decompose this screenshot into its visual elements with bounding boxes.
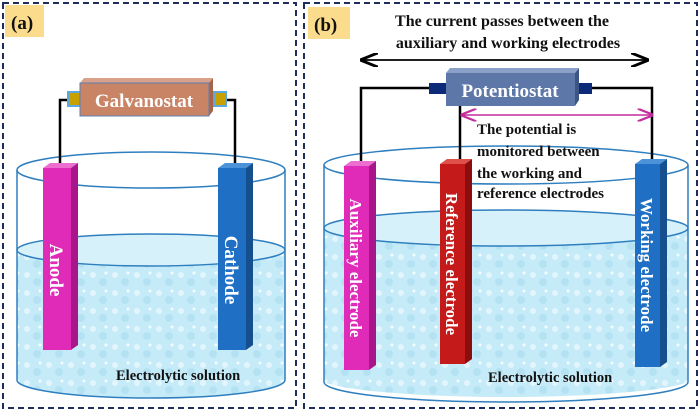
galvanostat-box [79, 82, 210, 117]
panel-b-solution-label: Electrolytic solution [488, 370, 612, 386]
working-label: Working electrode [637, 198, 656, 333]
aux-top [344, 161, 376, 166]
potentiostat-top [446, 68, 579, 73]
cathode-side [246, 163, 253, 350]
auxiliary-label: Auxiliary electrode [346, 199, 365, 338]
cathode-label: Cathode [220, 236, 241, 305]
potential-note-line2: monitored between [477, 144, 600, 160]
cathode-top [218, 163, 253, 168]
potentiostat-side [575, 68, 579, 106]
potential-note-line3: the working and [477, 166, 583, 182]
ref-top [440, 159, 472, 164]
anode-top [43, 163, 78, 168]
panel-b-label-bg [308, 7, 350, 39]
cathode-electrode [218, 168, 246, 350]
panel-a: (a) Galvanostat Anode Cathode Electrolyt… [2, 2, 297, 409]
reference-label: Reference electrode [442, 193, 461, 336]
aux-wire [359, 86, 430, 165]
potential-note-line4: reference electrodes [477, 186, 604, 202]
panel-b-label: (b) [314, 15, 337, 36]
reference-electrode [440, 164, 465, 364]
anode-side [71, 163, 78, 350]
panel-b-beaker [323, 165, 689, 403]
potentiostat-connector-right [575, 83, 592, 94]
panel-a-connector-left [67, 91, 81, 107]
galvanostat-side [209, 78, 213, 116]
auxiliary-electrode [344, 166, 369, 370]
panel-a-beaker [16, 170, 286, 399]
potentiostat-box [446, 73, 575, 106]
panel-a-frame [2, 2, 297, 409]
working-electrode [635, 164, 660, 367]
aux-side [369, 161, 376, 370]
panel-b-liquid [324, 228, 688, 397]
work-wire [590, 86, 654, 163]
panel-a-label: (a) [11, 13, 33, 34]
anode-electrode [43, 168, 71, 350]
potentiostat-label: Potentiostat [461, 81, 559, 102]
panel-a-connector-right [213, 91, 227, 107]
current-note-line1: The current passes between the [395, 13, 609, 30]
panel-b-frame [303, 2, 698, 409]
panel-a-wire-right [226, 98, 237, 168]
potential-note-line1: The potential is [477, 122, 576, 138]
current-note-line2: auxiliary and working electrodes [396, 35, 620, 52]
ref-side [465, 159, 472, 364]
panel-a-label-bg [5, 5, 44, 37]
work-top [635, 159, 667, 164]
panel-a-solution-label: Electrolytic solution [116, 368, 240, 384]
galvanostat-top [80, 78, 213, 83]
galvanostat-label: Galvanostat [95, 91, 194, 112]
panel-b-liquid-surface [323, 209, 689, 247]
potentiostat-connector-left [429, 83, 446, 94]
anode-label: Anode [45, 244, 66, 297]
panel-a-wire-left [58, 98, 69, 168]
panel-b: (b) The current passes between the auxil… [303, 2, 698, 409]
work-side [660, 159, 667, 367]
